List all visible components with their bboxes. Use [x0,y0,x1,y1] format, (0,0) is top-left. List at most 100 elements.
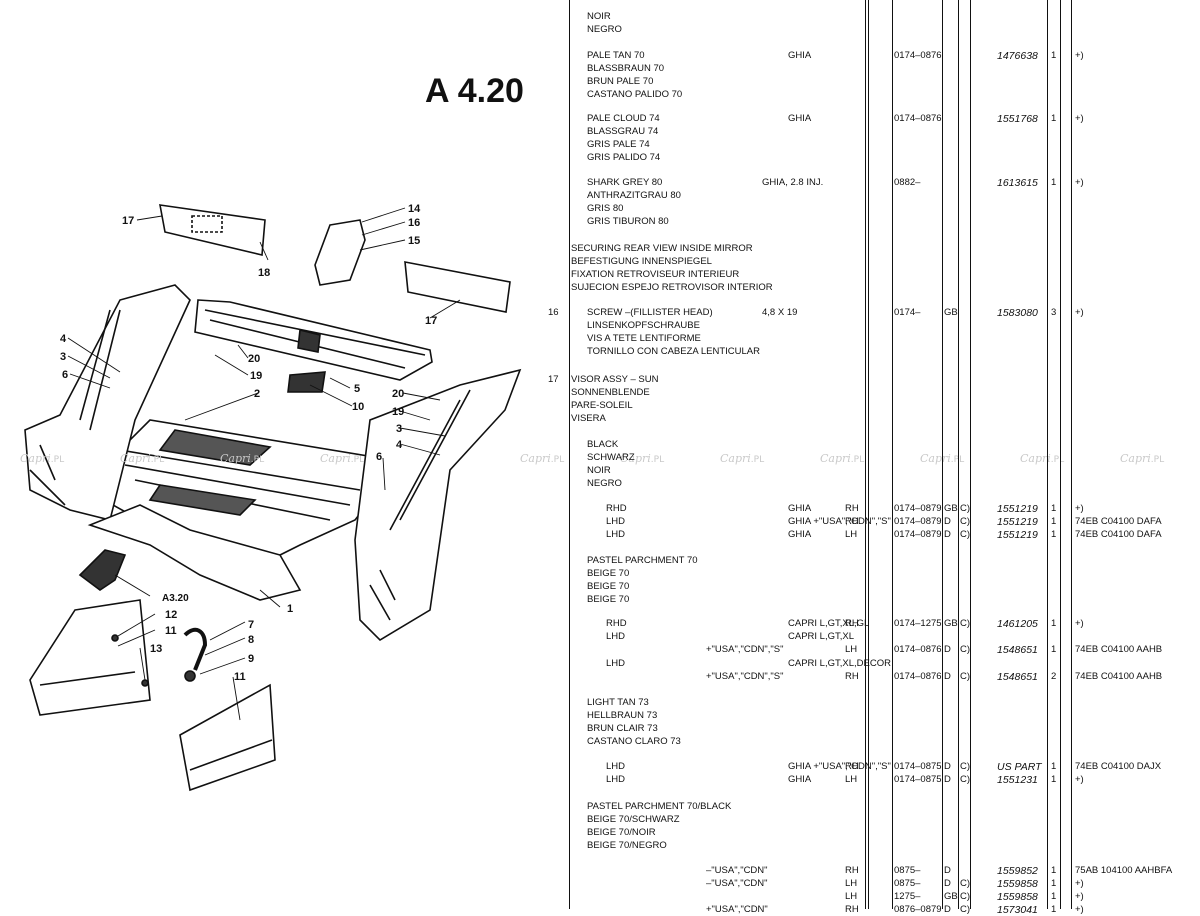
parts-cell-ref: 17 [548,374,559,385]
section-code: A 4.20 [425,72,524,110]
rule-date-inner [892,0,893,909]
parts-cell-note: 74EB C04100 AAHB [1075,671,1163,682]
parts-cell-date: 0174–0879 [894,516,942,527]
parts-cell-note: 74EB C04100 DAJX [1075,761,1162,772]
parts-cell-desc: TORNILLO CON CABEZA LENTICULAR [587,346,760,357]
rule-qty-left [1047,0,1048,909]
parts-cell-desc: BEIGE 70 [587,581,630,592]
parts-cell-model_indent2: –"USA","CDN" [706,878,768,889]
parts-cell-desc: ANTHRAZITGRAU 80 [587,190,681,201]
parts-cell-partno: 1613615 [997,177,1038,189]
parts-cell-model: CAPRI L,GT,XL,GL [788,618,870,629]
body-shell-illustration [24,204,522,792]
parts-cell-desc: SCREW –(FILLISTER HEAD) [587,307,713,318]
parts-cell-desc: NEGRO [587,24,622,35]
parts-cell-cty: D [944,529,951,540]
rule-date-left [865,0,866,909]
parts-cell-desc: LINSENKOPFSCHRAUBE [587,320,700,331]
parts-cell-note: 75AB 104100 AAHBFA [1075,865,1173,876]
parts-cell-partno: 1548651 [997,671,1038,683]
parts-cell-side: LH [845,774,858,785]
callout-1: 1 [287,603,293,615]
parts-cell-model: CAPRI L,GT,XL,DECOR [788,658,891,669]
parts-cell-side: LH [845,878,858,889]
parts-cell-drive: LHD [606,761,626,772]
watermark-6: Capri.PL [620,452,665,465]
rule-c-left [958,0,959,909]
callout-leader-lines [67,207,461,721]
parts-cell-date: 1275– [894,891,921,902]
parts-cell-note: +) [1075,307,1084,318]
callout-20a: 20 [248,353,260,365]
parts-cell-partno: 1559852 [997,865,1038,877]
parts-cell-note: 74EB C04100 DAFA [1075,529,1162,540]
parts-cell-desc: PALE TAN 70 [587,50,645,61]
parts-cell-desc: SHARK GREY 80 [587,177,663,188]
parts-cell-note: +) [1075,618,1084,629]
parts-cell-desc: GRIS PALE 74 [587,139,650,150]
parts-cell-cty: GB [944,891,958,902]
parts-cell-desc: BLASSBRAUN 70 [587,63,665,74]
parts-cell-qty: 1 [1051,774,1057,785]
parts-cell-c: C) [960,904,971,915]
parts-cell-date: 0174–0876 [894,113,942,124]
parts-cell-qty: 3 [1051,307,1057,318]
parts-cell-side: LH [845,529,858,540]
parts-cell-side: RH [845,761,859,772]
callout-6b: 6 [376,451,382,463]
parts-cell-side: RH [845,904,859,915]
rule-desc-left [569,0,570,909]
parts-cell-desc: PASTEL PARCHMENT 70/BLACK [587,801,732,812]
parts-cell-partno: 1548651 [997,644,1038,656]
figure-ref-a3-20: A3.20 [162,593,189,604]
parts-cell-partno: 1551219 [997,529,1038,541]
parts-cell-date: 0174–0876 [894,50,942,61]
parts-cell-qty: 2 [1051,671,1057,682]
parts-cell-note: +) [1075,878,1084,889]
parts-cell-note: +) [1075,774,1084,785]
parts-cell-qty: 1 [1051,503,1057,514]
parts-cell-date: 0882– [894,177,921,188]
callout-11b: 11 [234,671,246,683]
parts-cell-partno: 1559858 [997,878,1038,890]
parts-cell-side: RH [845,516,859,527]
parts-cell-desc: GRIS TIBURON 80 [587,216,669,227]
parts-cell-qty: 1 [1051,177,1057,188]
parts-cell-side: RH [845,503,859,514]
parts-cell-partno: US PART [997,761,1042,773]
parts-cell-c: C) [960,503,971,514]
parts-cell-desc: NOIR [587,11,611,22]
parts-cell-qty: 1 [1051,618,1057,629]
parts-cell-c: C) [960,878,971,889]
parts-cell-head: FIXATION RETROVISEUR INTERIEUR [571,269,740,280]
watermark-11: Capri.PL [1120,452,1165,465]
callout-19a: 19 [250,370,262,382]
parts-cell-note: +) [1075,113,1084,124]
callout-13: 13 [150,643,162,655]
parts-cell-cty: D [944,671,951,682]
parts-cell-qty: 1 [1051,113,1057,124]
parts-cell-partno: 1461205 [997,618,1038,630]
parts-cell-model_indent2: –"USA","CDN" [706,865,768,876]
parts-cell-date: 0174– [894,307,921,318]
parts-cell-note: 74EB C04100 DAFA [1075,516,1162,527]
parts-cell-cty: D [944,516,951,527]
callout-11a: 11 [165,625,177,637]
parts-cell-model: GHIA [788,50,812,61]
parts-cell-partno: 1551231 [997,774,1038,786]
parts-cell-date: 0876–0879 [894,904,942,915]
callout-18a: 18 [258,267,270,279]
watermark-9: Capri.PL [920,452,965,465]
parts-cell-head: SONNENBLENDE [571,387,650,398]
parts-cell-note: +) [1075,891,1084,902]
parts-cell-date: 0174–0876 [894,644,942,655]
callout-4b: 4 [396,439,403,451]
parts-cell-partno: 1583080 [997,307,1038,319]
callout-14: 14 [408,203,421,215]
parts-cell-model_indent: +"USA","CDN","S" [706,671,784,682]
exploded-parts-diagram: A 4.20 [24,72,524,792]
parts-cell-date: 0174–0879 [894,503,942,514]
parts-cell-head: PARE-SOLEIL [571,400,633,411]
parts-cell-c: C) [960,774,971,785]
parts-cell-cty: D [944,878,951,889]
